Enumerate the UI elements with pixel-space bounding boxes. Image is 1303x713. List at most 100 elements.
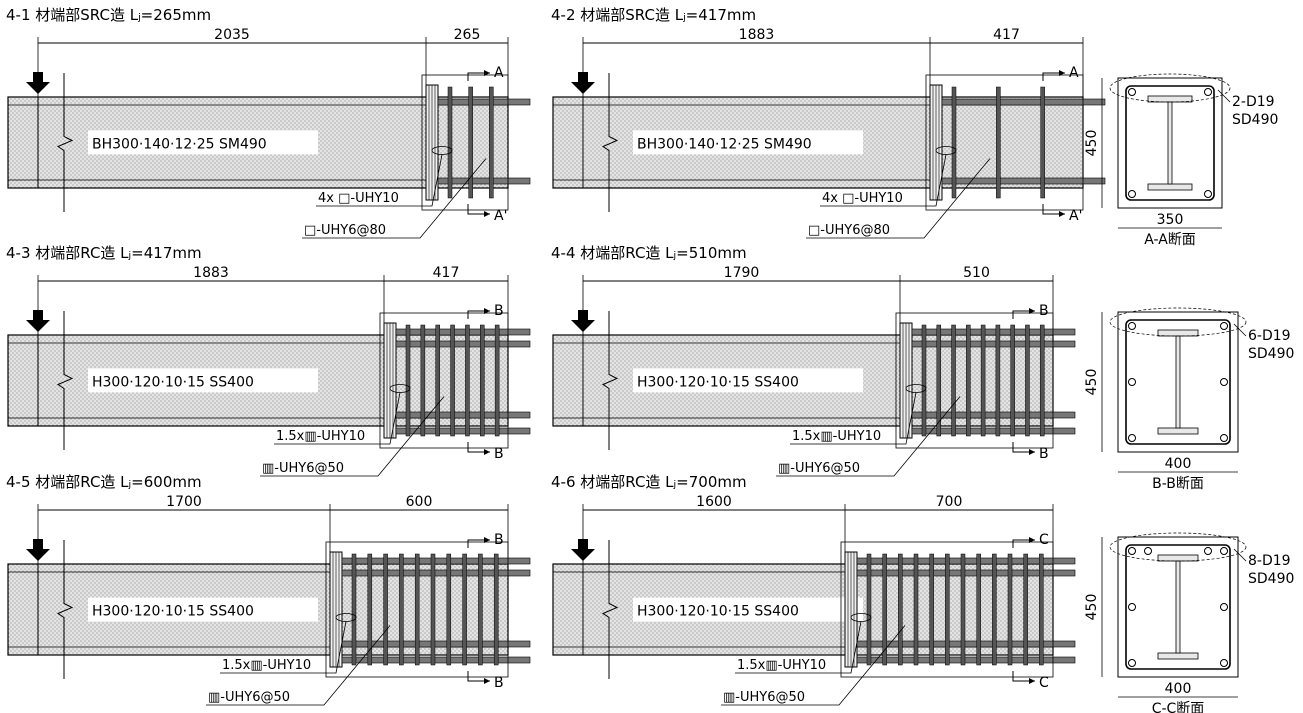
stirrup (913, 553, 919, 666)
rebar-dot (1204, 547, 1212, 555)
stirrup (921, 324, 927, 437)
section-cut-top (1012, 539, 1035, 548)
height-dimension: 450 (1084, 369, 1100, 396)
end-region-frame (379, 312, 509, 449)
rebar-dot (1220, 603, 1228, 611)
rebar-dot (1220, 659, 1228, 667)
note-stirrup-spacing: ▥-UHY6@50 (262, 461, 344, 476)
steel-flange-top (1157, 554, 1199, 562)
section-cut-top (1012, 310, 1035, 319)
rebar-dot (1128, 322, 1136, 330)
section-cut-top (1042, 72, 1065, 81)
rebar-dot (1128, 659, 1136, 667)
section-label-bg (88, 597, 318, 622)
cut-arrow-icon (1029, 449, 1035, 455)
section-label: H300·120·10·15 SS400 (637, 375, 799, 391)
cut-arrow-icon (1059, 211, 1065, 217)
leader-line-1 (274, 392, 401, 445)
cut-arrow-icon (484, 678, 490, 684)
stirrup (446, 553, 452, 666)
rebar-grade-label: SD490 (1248, 571, 1294, 587)
longitudinal-bar (941, 177, 1106, 185)
steel-flange-bottom (1157, 652, 1199, 660)
section-label: BH300·140·12·25 SM490 (92, 137, 267, 153)
section-cut-bottom (467, 442, 490, 453)
stirrup (951, 324, 956, 437)
rebar-dot (1204, 190, 1212, 198)
note-stirrup-end: 1.5x▥-UHY10 (792, 429, 881, 444)
panel-title: 4-3 材端部RC造 Lⱼ=417mm (6, 244, 202, 262)
stirrup (995, 324, 1001, 437)
left-dimension: 1883 (193, 265, 229, 281)
stirrup (1023, 553, 1028, 666)
stirrup (951, 86, 957, 199)
section-cut-top (467, 539, 490, 548)
rebar-grade-label: SD490 (1232, 112, 1278, 128)
right-dimension: 417 (993, 27, 1020, 43)
right-dimension: 510 (963, 265, 990, 281)
stirrup (489, 86, 494, 199)
leader-line-1 (316, 154, 443, 207)
stirrup (399, 553, 404, 666)
break-line-icon (601, 540, 619, 679)
stirrup (367, 553, 373, 666)
stirrup (966, 324, 971, 437)
section-mark-top: B (494, 303, 504, 319)
section-mark-top: A (1069, 65, 1079, 81)
steel-web (1167, 101, 1173, 185)
section-mark-bottom: A' (1069, 208, 1082, 224)
longitudinal-bar (911, 411, 1076, 419)
cut-arrow-icon (484, 308, 490, 314)
longitudinal-bar (911, 340, 1076, 348)
section-label-bg (88, 368, 318, 393)
longitudinal-bar (911, 328, 1076, 336)
section-label-bg (633, 130, 863, 155)
rebar-dot (1128, 378, 1136, 386)
rebar-dot (1128, 434, 1136, 442)
longitudinal-bar (395, 328, 531, 336)
longitudinal-bar (437, 177, 531, 185)
leader-line-2 (721, 625, 906, 706)
section-caption: A-A断面 (1144, 232, 1196, 248)
stirrup (866, 553, 872, 666)
stirrup (929, 553, 934, 666)
section-cut-bottom (1012, 442, 1035, 453)
stirrup (462, 553, 467, 666)
rebar-dot (1128, 603, 1136, 611)
stirrup (468, 86, 473, 199)
leader-line-1 (820, 154, 947, 207)
section-cut-bottom (467, 671, 490, 682)
break-line-icon (601, 73, 619, 212)
stirrup (414, 553, 420, 666)
stirrup (351, 553, 357, 666)
right-dimension: 265 (454, 27, 481, 43)
down-arrow-icon (571, 310, 595, 332)
stirrup (976, 553, 981, 666)
panel-title: 4-2 材端部SRC造 Lⱼ=417mm (551, 6, 756, 24)
cut-arrow-icon (484, 211, 490, 217)
note-stirrup-spacing: ▥-UHY6@50 (723, 690, 805, 705)
section-caption: B-B断面 (1152, 476, 1204, 492)
stirrup (1010, 324, 1015, 437)
width-dimension: 400 (1165, 681, 1192, 697)
rebar-highlight-ellipse (1109, 307, 1247, 337)
stirrup (992, 553, 997, 666)
steel-flange-top (1147, 95, 1193, 103)
longitudinal-bar (911, 427, 1076, 435)
section-mark-top: A (494, 65, 504, 81)
rebar-dot (1128, 547, 1136, 555)
end-region-frame (925, 74, 1084, 211)
down-arrow-icon (26, 72, 50, 94)
cut-arrow-icon (1029, 308, 1035, 314)
end-region-frame (421, 74, 509, 211)
break-line-icon (56, 311, 74, 450)
right-dimension: 700 (936, 494, 963, 510)
section-hoop (1125, 85, 1215, 201)
width-dimension: 350 (1157, 212, 1184, 228)
section-mark-top: B (494, 532, 504, 548)
rebar-count-label: 2-D19 (1232, 94, 1275, 110)
rebar-grade-label: SD490 (1248, 346, 1294, 362)
